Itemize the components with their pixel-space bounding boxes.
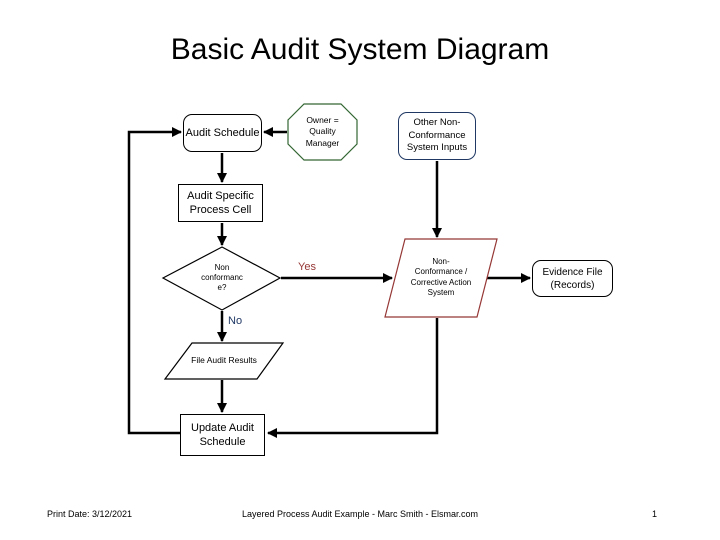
nc-corrective-system-parallelogram-shape: [384, 238, 498, 318]
page-title: Basic Audit System Diagram: [170, 33, 550, 66]
nonconformance-decision-diamond-shape: [161, 246, 282, 311]
edge-label-no: No: [228, 315, 243, 327]
node-other-nonconformance-inputs: Other Non- Conformance System Inputs: [398, 112, 476, 160]
node-nonconformance-decision-label: Non conformanc e?: [201, 263, 243, 292]
node-audit-specific-process-cell: Audit Specific Process Cell: [178, 184, 263, 222]
edge-label-yes: Yes: [298, 261, 316, 273]
file-audit-results-parallelogram-shape: [163, 342, 285, 380]
connector-nc-system-to-update: [267, 318, 439, 438]
node-audit-schedule: Audit Schedule: [183, 114, 262, 152]
node-update-audit-schedule: Update Audit Schedule: [180, 414, 265, 456]
node-owner-quality-manager-label: Owner = Quality Manager: [305, 115, 340, 148]
footer-print-date: Print Date: 3/12/2021: [47, 509, 133, 519]
connector-update-to-audit-schedule: [127, 127, 182, 435]
owner-octagon-shape: [287, 103, 358, 161]
footer-credit: Layered Process Audit Example - Marc Smi…: [241, 509, 479, 519]
footer-page-number: 1: [652, 509, 658, 519]
connector-lines: [127, 127, 531, 438]
node-nc-corrective-system-label: Non- Conformance / Corrective Action Sys…: [410, 256, 472, 297]
node-file-audit-results-label: File Audit Results: [191, 355, 257, 366]
node-evidence-file: Evidence File (Records): [532, 260, 613, 297]
